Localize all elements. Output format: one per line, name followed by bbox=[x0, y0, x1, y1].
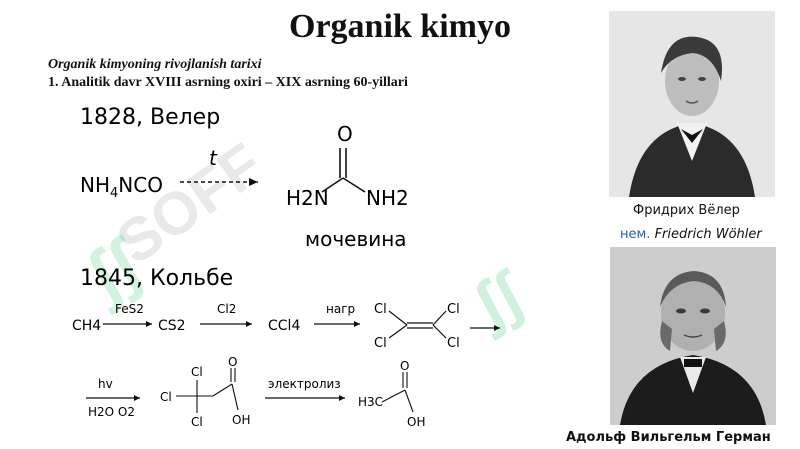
acetic-oh: OH bbox=[407, 415, 425, 429]
reagent-heat: нагр bbox=[326, 302, 355, 316]
tca-cl-top: Cl bbox=[191, 365, 203, 379]
acetic-oxygen: O bbox=[400, 359, 409, 373]
subtitle-italic: Organik kimyoning rivojlanish tarixi bbox=[48, 57, 262, 72]
reactant-nh4nco: NH4NCO bbox=[80, 173, 163, 201]
heat-label: t bbox=[209, 146, 218, 170]
amine-right: NH2 bbox=[366, 186, 409, 210]
reagent-h2o-o2: H2O O2 bbox=[88, 405, 135, 419]
subtitle-period: 1. Analitik davr XVIII asrning oxiri – X… bbox=[48, 75, 408, 90]
year-label-1845: 1845, Кольбе bbox=[80, 266, 233, 291]
caption-kolbe-ru: Адольф Вильгельм Герман bbox=[566, 430, 771, 445]
product-name-urea: мочевина bbox=[305, 227, 407, 251]
cl-top-left: Cl bbox=[374, 302, 387, 317]
carbonyl-oxygen: O bbox=[337, 122, 353, 146]
tca-cl-bottom: Cl bbox=[191, 415, 203, 429]
cs2: CS2 bbox=[158, 318, 186, 334]
language-prefix-link[interactable]: нем. bbox=[620, 227, 651, 242]
amine-left: H2N bbox=[286, 186, 329, 210]
tca-oh: OH bbox=[232, 413, 250, 427]
cl-top-right: Cl bbox=[447, 302, 460, 317]
ch4: CH4 bbox=[72, 318, 101, 334]
cl-bottom-right: Cl bbox=[447, 336, 460, 351]
year-label-1828: 1828, Велер bbox=[80, 105, 220, 130]
cl-bottom-left: Cl bbox=[374, 336, 387, 351]
arrow-head-1 bbox=[249, 178, 258, 186]
portrait-kolbe bbox=[610, 247, 776, 425]
tca-cl-left: Cl bbox=[160, 390, 172, 404]
methyl-group: H3C bbox=[358, 395, 383, 409]
caption-wohler-ru: Фридрих Вёлер bbox=[633, 203, 740, 218]
reagent-fes2: FeS2 bbox=[115, 302, 144, 316]
caption-wohler-de: нем. Friedrich Wöhler bbox=[620, 227, 762, 242]
page-title: Organik kimyo bbox=[289, 8, 511, 45]
portrait-wohler bbox=[609, 11, 775, 197]
tca-oxygen: O bbox=[228, 355, 237, 369]
ccl4: CCl4 bbox=[268, 318, 300, 334]
reagent-electrolysis: электролиз bbox=[268, 377, 341, 391]
reagent-hv: hv bbox=[98, 377, 113, 391]
reagent-cl2: Cl2 bbox=[217, 302, 236, 316]
